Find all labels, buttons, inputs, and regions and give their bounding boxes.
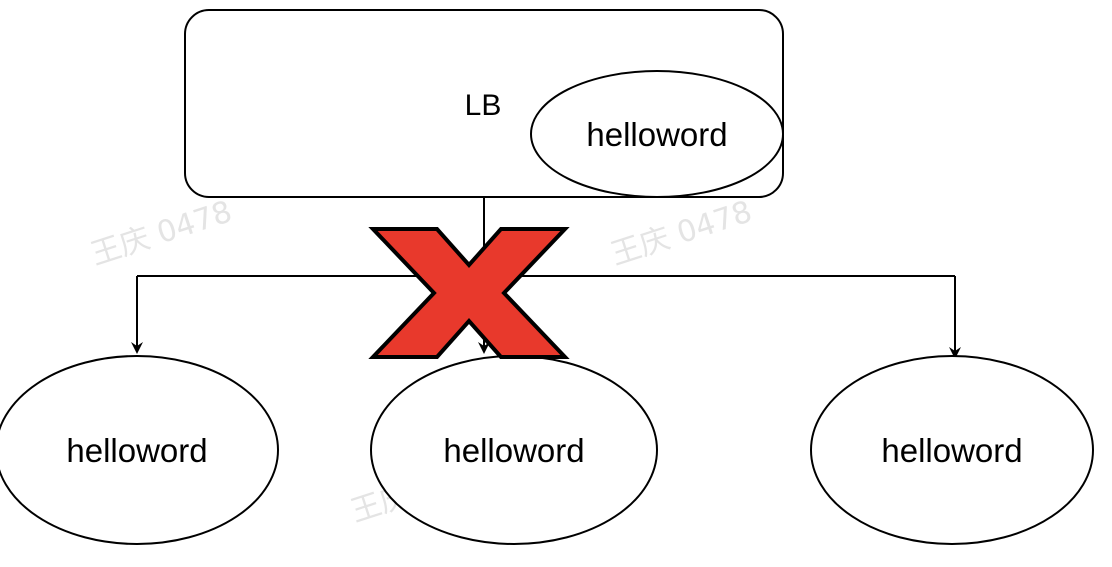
connectors (131, 197, 961, 359)
node-right-label: helloword (881, 432, 1022, 469)
node-right: helloword (810, 355, 1094, 545)
lb-inner-node-label: helloword (586, 116, 727, 153)
watermark-text: 王庆 0478 (87, 194, 237, 272)
node-right-ellipse (810, 355, 1094, 545)
node-left-label: helloword (66, 432, 207, 469)
lb-inner-node-ellipse (530, 70, 784, 198)
red-x-icon (368, 227, 570, 359)
node-middle-label: helloword (443, 432, 584, 469)
node-left-ellipse (0, 355, 279, 545)
node-left: helloword (0, 355, 279, 545)
node-middle: helloword (370, 355, 658, 545)
watermark-text: 王庆 0478 (607, 194, 757, 272)
lb-box: LB helloword (184, 9, 784, 198)
lb-label: LB (465, 89, 502, 122)
red-x-shape (368, 227, 570, 359)
